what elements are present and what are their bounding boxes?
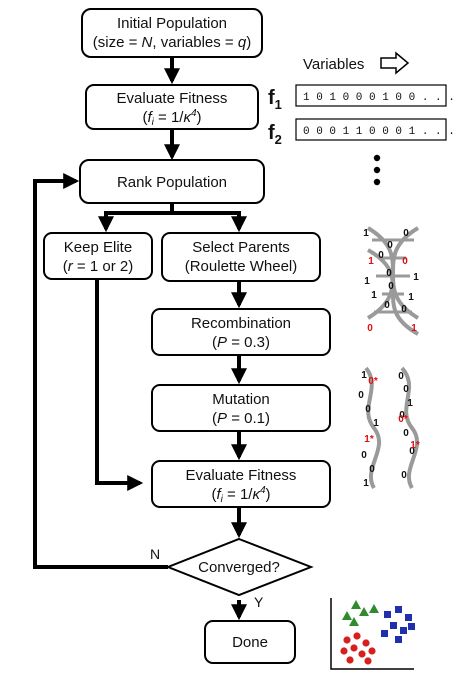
crossover-bit-7: 1: [413, 272, 419, 283]
cluster-triangles: [342, 600, 379, 626]
variables-label: Variables: [303, 56, 364, 73]
node-mutation: Mutation (P = 0.1): [151, 384, 331, 432]
node-rank-population: Rank Population: [79, 159, 265, 204]
node-recombination: Recombination (P = 0.3): [151, 308, 331, 356]
mutation-right-bit-2: 1: [407, 398, 413, 409]
crossover-bit-6: 0: [386, 268, 392, 279]
svg-text:Select Parents: Select Parents: [192, 239, 290, 256]
svg-text:(fi = 1/κ4): (fi = 1/κ4): [211, 485, 270, 505]
node-evaluate-fitness-2: Evaluate Fitness (fi = 1/κ4): [151, 460, 331, 508]
crossover-bit-14: 0: [367, 323, 373, 334]
edge-label-yes: Y: [254, 594, 264, 610]
mutation-right-bit-1: 0: [403, 384, 409, 395]
svg-text:Converged?: Converged?: [198, 559, 280, 576]
svg-text:Keep Elite: Keep Elite: [64, 239, 132, 256]
mutation-right-bit-5: 0: [403, 428, 409, 439]
node-initial-population: Initial Population (size = N, variables …: [81, 8, 263, 58]
svg-text:Evaluate Fitness: Evaluate Fitness: [186, 467, 297, 484]
crossover-bit-3: 0: [378, 250, 384, 261]
variable-bits-f2: 0 0 0 1 1 0 0 0 1 . . .: [303, 126, 455, 138]
mutation-left-bit-1: 0*: [368, 376, 378, 387]
node-keep-elite: Keep Elite (r = 1 or 2): [43, 232, 153, 280]
svg-text:(P = 0.3): (P = 0.3): [212, 334, 270, 351]
svg-text:Recombination: Recombination: [191, 315, 291, 332]
crossover-bit-4: 1: [368, 256, 374, 267]
svg-text:(fi = 1/κ4): (fi = 1/κ4): [142, 108, 201, 128]
svg-text:f1: f1: [268, 87, 282, 112]
crossover-bit-15: 1: [411, 323, 417, 334]
svg-text:Mutation: Mutation: [212, 391, 270, 408]
mutation-left-bit-5: 1*: [364, 434, 374, 445]
cluster-scatter-icon: [330, 598, 415, 670]
variable-row-f2: f2 0 0 0 1 1 0 0 0 1 . . .: [268, 118, 455, 147]
mutation-right-bit-4: 0*: [398, 414, 408, 425]
mutation-right-bit-8: 0: [401, 470, 407, 481]
vertical-ellipsis-icon: [373, 154, 381, 186]
svg-text:(r = 1 or 2): (r = 1 or 2): [63, 258, 133, 275]
crossover-bit-5: 0: [402, 256, 408, 267]
mutation-left-bit-4: 1: [373, 418, 379, 429]
edge-label-no: N: [150, 546, 160, 562]
svg-text:Initial Population: Initial Population: [117, 15, 227, 32]
edge-keep-elite-to-evaluate: [95, 279, 144, 491]
mutation-right-bit-6: 0: [409, 446, 415, 457]
svg-text:Rank Population: Rank Population: [117, 174, 227, 191]
svg-text:f2: f2: [268, 122, 282, 147]
node-done: Done: [204, 620, 296, 664]
crossover-bit-11: 1: [408, 292, 414, 303]
node-select-parents: Select Parents (Roulette Wheel): [161, 232, 321, 282]
flow-edges: [33, 57, 247, 621]
node-converged-decision: Converged?: [165, 537, 314, 597]
svg-text:Done: Done: [232, 634, 268, 651]
mutation-left-bit-0: 1: [361, 370, 367, 381]
variable-row-f1: f1 1 0 1 0 0 0 1 0 0 . . .: [268, 84, 455, 112]
variable-bits-f1: 1 0 1 0 0 0 1 0 0 . . .: [303, 92, 455, 104]
node-evaluate-fitness-1: Evaluate Fitness (fi = 1/κ4): [85, 84, 259, 130]
mutation-left-bit-3: 0: [365, 404, 371, 415]
mutation-left-bit-2: 0: [358, 390, 364, 401]
crossover-bit-9: 0: [388, 281, 394, 292]
edge-rank-to-keep-elite: [98, 203, 174, 233]
mutation-left-bit-8: 1: [363, 478, 369, 489]
crossover-bit-13: 0: [401, 304, 407, 315]
svg-text:Evaluate Fitness: Evaluate Fitness: [117, 90, 228, 107]
mutation-right-bit-7: 1*: [410, 440, 420, 451]
outline-right-arrow-icon: [380, 51, 410, 75]
crossover-bit-10: 1: [371, 290, 377, 301]
variables-panel: Variables f1 1 0 1 0 0 0 1 0 0 . . . f2 …: [268, 51, 455, 186]
mutation-left-bit-7: 0: [369, 464, 375, 475]
svg-text:(Roulette Wheel): (Roulette Wheel): [185, 258, 298, 275]
mutation-left-bit-6: 0: [361, 450, 367, 461]
mutation-right-bit-0: 0: [398, 371, 404, 382]
edge-rank-to-select-parents: [172, 211, 247, 233]
cluster-circles: [340, 632, 376, 665]
crossover-bit-12: 0: [384, 300, 390, 311]
svg-text:(P = 0.1): (P = 0.1): [212, 410, 270, 427]
mutation-right-bit-3: 0: [399, 410, 405, 421]
crossover-bit-1: 0: [403, 228, 409, 239]
svg-text:(size = N, variables = q): (size = N, variables = q): [93, 34, 251, 51]
crossover-bit-2: 0: [387, 240, 393, 251]
cluster-squares: [381, 606, 415, 643]
crossover-bit-8: 1: [364, 276, 370, 287]
crossover-bit-0: 1: [363, 228, 369, 239]
edge-converged-no-loop: [33, 173, 168, 569]
